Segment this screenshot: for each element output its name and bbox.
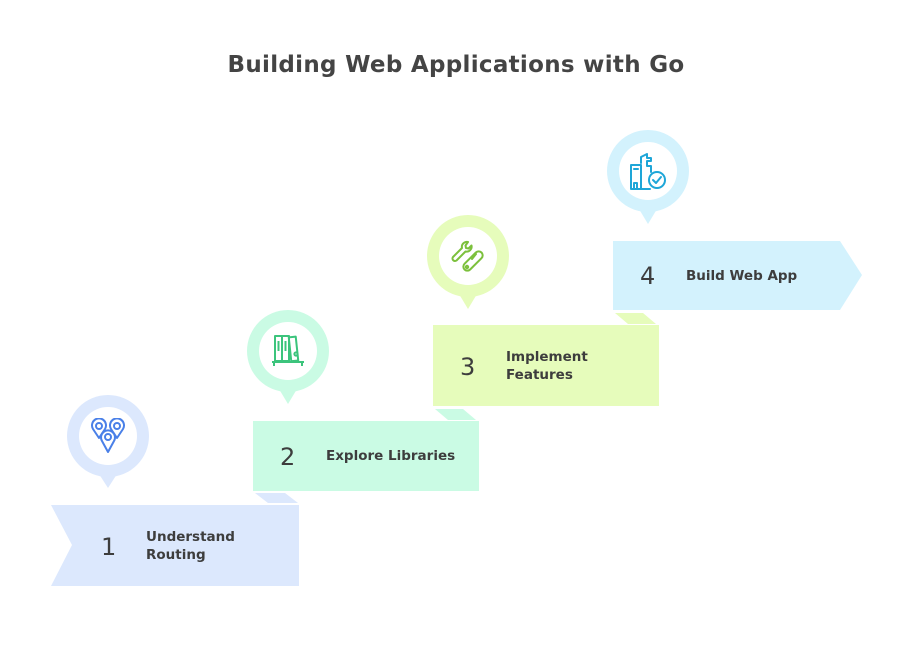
connector-3-4 (615, 313, 656, 324)
step-4-label: Build Web App (686, 267, 797, 285)
step-3-band (433, 325, 659, 406)
step-1-number: 1 (101, 533, 117, 561)
connector-1-2 (255, 493, 298, 503)
step-4-label-line1: Build Web App (686, 268, 798, 284)
step-3-label-line2: Features (506, 367, 573, 383)
pin-3 (427, 215, 509, 309)
step-1-band (51, 505, 299, 586)
step-2-number: 2 (280, 443, 296, 471)
step-4-number: 4 (640, 262, 656, 290)
tools-icon (451, 240, 484, 272)
step-1-label-line1: Understand (146, 529, 235, 545)
step-3-number: 3 (460, 353, 476, 381)
building-check-icon (630, 153, 666, 190)
step-2-label: Explore Libraries (326, 447, 455, 465)
bookshelf-icon (272, 335, 304, 366)
step-3-label: Implement Features (506, 348, 588, 384)
step-1-label: Understand Routing (146, 528, 235, 564)
step-2-band (253, 421, 479, 491)
step-2-label-line1: Explore Libraries (326, 448, 456, 464)
step-4-band (613, 241, 862, 310)
step-3-label-line1: Implement (506, 349, 588, 365)
diagram-title: Building Web Applications with Go (227, 52, 685, 78)
map-pins-icon (91, 418, 125, 453)
step-1-label-line2: Routing (146, 547, 206, 563)
connector-2-3 (435, 409, 476, 420)
